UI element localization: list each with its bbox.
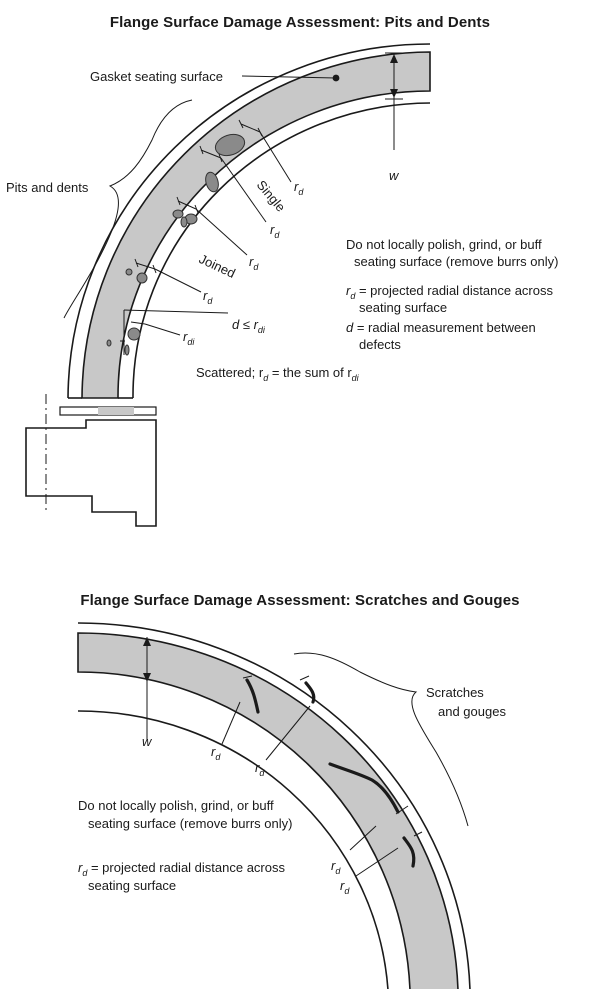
scratches-label-line2: and gouges: [438, 704, 506, 719]
scatter-pit-4: [124, 344, 130, 356]
scatter-pit-1: [125, 268, 133, 276]
single-pit-large: [214, 133, 246, 157]
rd-label-2-2: r: [255, 760, 260, 775]
rd-label-2-1: r: [211, 744, 216, 759]
flange-inner-edge-2: [77, 710, 389, 989]
note3-d: d: [346, 320, 354, 335]
note3-line2: defects: [359, 337, 401, 352]
gasket-cross-section: [59, 406, 157, 416]
svg-text:rd = projected radial distance: rd = projected radial distance across: [346, 283, 553, 301]
scratch-2: [304, 681, 316, 704]
scratches-label-line1: Scratches: [426, 685, 484, 700]
rd-label-2-4: r: [340, 878, 345, 893]
note2-line2: seating surface: [359, 300, 447, 315]
rd-markers-2: [221, 675, 423, 877]
single-pit-small: [205, 171, 219, 193]
scratch-4: [402, 836, 416, 868]
scratch-1: [245, 678, 260, 714]
note2-1-line2: seating surface (remove burrs only): [88, 816, 292, 831]
d-le-rdi-sub: di: [258, 325, 266, 335]
rd-label-2: r: [270, 222, 275, 237]
scatter-pit-5: [106, 339, 112, 347]
joined-pit-1: [172, 209, 184, 219]
note1-line2: seating surface (remove burrs only): [354, 254, 558, 269]
diagram2-title: Flange Surface Damage Assessment: Scratc…: [80, 592, 520, 609]
svg-text:rd: rd: [249, 254, 259, 272]
svg-text:rdi: rdi: [183, 329, 195, 347]
scattered-mid: = the sum of r: [268, 365, 352, 380]
note2-2-line2: seating surface: [88, 878, 176, 893]
svg-text:rd: rd: [270, 222, 280, 240]
rdi-label: r: [183, 329, 188, 344]
scatter-pit-3: [127, 327, 141, 341]
rdi-label-sub: di: [187, 337, 195, 347]
pits-dents-label: Pits and dents: [6, 180, 89, 195]
rd-label-3: r: [249, 254, 254, 269]
note2-2-r: r: [78, 860, 83, 875]
w-label-2: w: [142, 734, 153, 749]
svg-text:rd: rd: [331, 858, 341, 876]
gouge-3: [328, 762, 400, 814]
w-label: w: [389, 168, 400, 183]
svg-text:rd = projected radial distance: rd = projected radial distance across: [78, 860, 285, 878]
pits-dents-brace: [63, 99, 193, 319]
svg-text:rd: rd: [255, 760, 265, 778]
rd-label-1-sub: d: [298, 187, 304, 197]
flange-cross-section: [25, 419, 157, 527]
scattered-sub-d: d: [263, 373, 269, 383]
note1-line1: Do not locally polish, grind, or buff: [346, 237, 542, 252]
seating-ring-2: [77, 632, 459, 989]
svg-text:rd: rd: [340, 878, 350, 896]
note2-line1: = projected radial distance across: [355, 283, 553, 298]
width-dimension-2: [143, 637, 151, 740]
flange-inner-edge: [132, 102, 431, 399]
rd-label-2-3-sub: d: [335, 866, 341, 876]
scratches-brace: [293, 652, 469, 827]
note3-line1: = radial measurement between: [353, 320, 535, 335]
rd-label-3-sub: d: [253, 262, 259, 272]
diagram1-title: Flange Surface Damage Assessment: Pits a…: [109, 14, 491, 31]
note2-r-sub: d: [350, 291, 356, 301]
rd-label-4: r: [203, 288, 208, 303]
svg-text:d ≤ rdi: d ≤ rdi: [232, 317, 266, 335]
width-dimension: [385, 52, 403, 150]
scatter-pit-2: [136, 272, 148, 284]
rd-label-1: r: [294, 179, 299, 194]
gasket-seating-dot: [332, 74, 340, 82]
scattered-text: Scattered; rd = the sum of rdi: [196, 365, 360, 383]
svg-text:rd: rd: [203, 288, 213, 306]
svg-text:rd: rd: [294, 179, 304, 197]
rd-label-2-4-sub: d: [344, 886, 350, 896]
rd-label-2-sub: d: [274, 230, 280, 240]
svg-text:d = radial measurement between: d = radial measurement between: [346, 320, 536, 335]
scattered-prefix: Scattered; r: [196, 365, 264, 380]
note2-2-line1: = projected radial distance across: [87, 860, 285, 875]
rd-label-4-sub: d: [207, 296, 213, 306]
rd-markers: [120, 119, 292, 355]
flange-outer-edge: [67, 43, 431, 399]
svg-text:rd: rd: [211, 744, 221, 762]
scratches-gouges-diagram: w Scratches and gouges rd rd rd rd Do no…: [77, 622, 506, 989]
scattered-sub-di: di: [352, 373, 360, 383]
rd-label-2-3: r: [331, 858, 336, 873]
gasket-seating-label: Gasket seating surface: [90, 69, 223, 84]
flange-outer-edge-2: [77, 622, 471, 989]
note2-2-r-sub: d: [82, 868, 88, 878]
joined-pit-3: [180, 216, 188, 228]
rd-label-2-2-sub: d: [259, 768, 265, 778]
note2-r: r: [346, 283, 351, 298]
d-le-rdi-label: d ≤ r: [232, 317, 259, 332]
joined-label: Joined: [197, 251, 238, 281]
rd-label-2-1-sub: d: [215, 752, 221, 762]
single-label: Single: [254, 177, 289, 214]
pits-dents-diagram: Gasket seating surface w Pits and dents: [6, 43, 558, 527]
note2-1-line1: Do not locally polish, grind, or buff: [78, 798, 274, 813]
